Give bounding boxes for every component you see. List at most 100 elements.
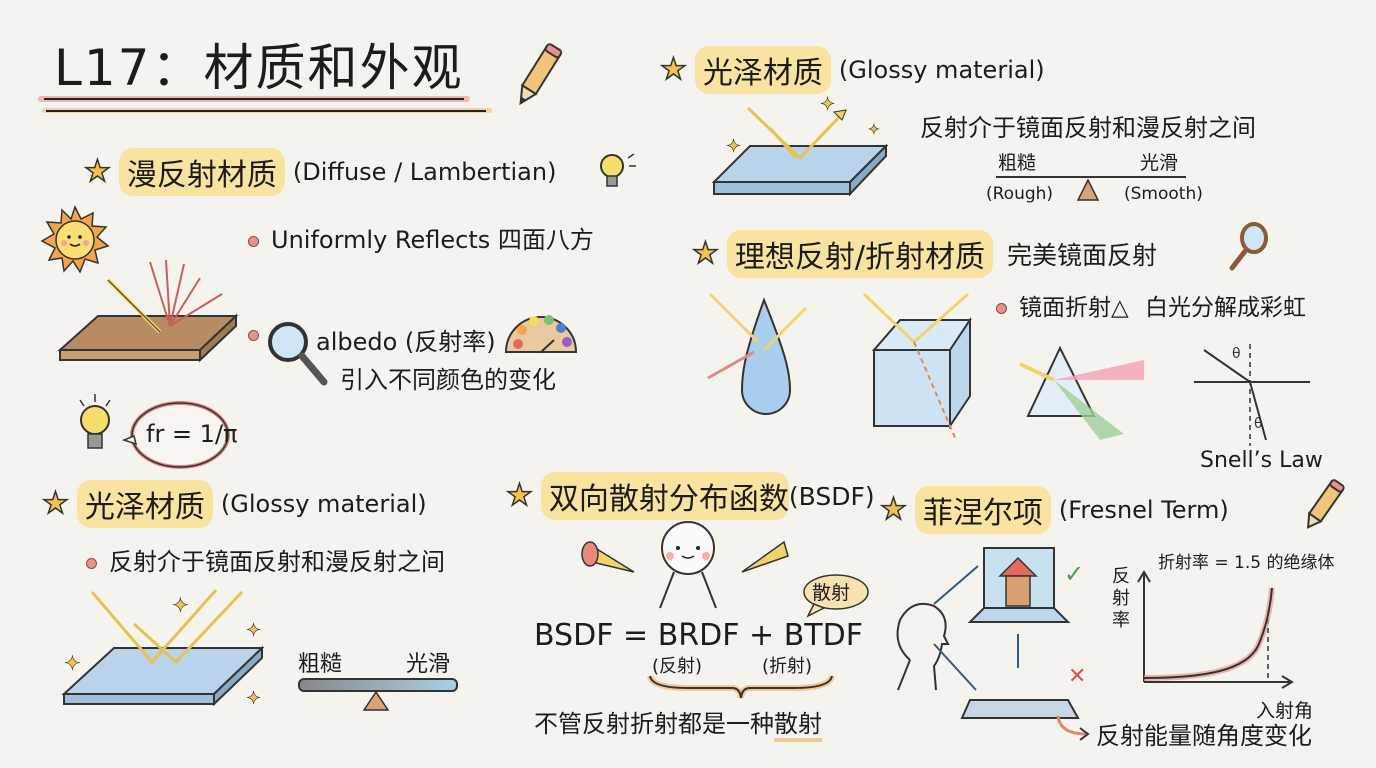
btdf-note: (折射) <box>762 656 813 677</box>
fresnel-x-axis-label: 入射角 <box>1256 700 1314 722</box>
diffuse-bullet-1: Uniformly Reflects 四面八方 <box>248 220 594 255</box>
color-palette-icon <box>504 315 578 353</box>
scale-left-label: 粗糙 <box>298 652 343 677</box>
fresnel-viewer-diagram <box>896 547 1080 719</box>
brdf-note: (反射) <box>652 656 703 677</box>
page-title: L17：材质和外观 <box>54 39 464 97</box>
bullet-text: 反射介于镜面反射和漫反射之间 <box>109 548 445 576</box>
diffuse-bullet-2 <box>248 320 271 348</box>
glossy-bottom-bullet: 反射介于镜面反射和漫反射之间 <box>86 542 445 577</box>
scale-right-label: 光滑 <box>406 652 451 677</box>
magnifier-icon <box>268 322 328 386</box>
formula-bubble <box>121 401 230 469</box>
sun-icon <box>40 205 110 274</box>
star-icon: ★ <box>879 492 907 527</box>
scale-fulcrum-icon <box>1076 178 1100 201</box>
scale-right-en: (Smooth) <box>1124 184 1203 204</box>
glossy-top-description: 反射介于镜面反射和漫反射之间 <box>920 114 1256 142</box>
scale-fulcrum-icon <box>362 690 390 711</box>
bullet-dot <box>86 557 97 569</box>
title-underline <box>44 98 464 100</box>
ideal-heading-sub: 完美镜面反射 <box>1007 241 1158 270</box>
scale-left-label: 粗糙 <box>998 152 1037 174</box>
bsdf-summary-em: 散射 <box>774 710 822 742</box>
character-with-megaphones-icon <box>581 521 789 609</box>
bullet-dot <box>248 329 259 341</box>
scale-beam <box>298 678 458 692</box>
btdf-term: BTDF <box>783 618 863 653</box>
diffuse-heading-cn: 漫反射材质 <box>118 148 285 196</box>
prism-mini-icon: △ <box>1111 295 1129 321</box>
bullet-text: Uniformly Reflects 四面八方 <box>271 226 594 254</box>
star-icon: ★ <box>83 154 111 189</box>
snell-diagram-icon: θ θ <box>1194 344 1310 446</box>
fresnel-heading-en: (Fresnel Term) <box>1058 496 1229 524</box>
ideal-bullet-post: 白光分解成彩虹 <box>1145 295 1306 321</box>
bsdf-heading-en: (BSDF) <box>788 481 875 511</box>
fresnel-conclusion: 反射能量随角度变化 <box>1096 722 1312 750</box>
albedo-term: albedo (反射率) <box>316 328 496 356</box>
cross-icon: ✕ <box>1068 664 1087 689</box>
curved-arrow-icon <box>1056 715 1090 741</box>
glossy-heading-en: (Glossy material) <box>838 56 1045 84</box>
svg-text:✦: ✦ <box>726 136 741 157</box>
glossy-bottom-heading-cn: 光泽材质 <box>76 480 213 528</box>
equals-sign: = <box>623 618 649 653</box>
fresnel-heading: ★ 菲涅尔项 (Fresnel Term) <box>879 486 1229 534</box>
svg-text:✦: ✦ <box>820 94 835 115</box>
snell-law-label: Snell’s Law <box>1200 448 1323 473</box>
bsdf-summary: 不管反射折射都是一种散射 <box>534 704 822 742</box>
star-icon: ★ <box>659 52 687 87</box>
pencil-icon <box>519 43 563 106</box>
bullet-dot <box>248 235 259 247</box>
scale-left-en: (Rough) <box>986 184 1054 204</box>
title-underline <box>46 110 486 112</box>
speech-bubble <box>803 574 869 618</box>
hand-mirror-icon <box>1229 222 1268 271</box>
svg-text:✦: ✦ <box>868 122 880 138</box>
glossy-bottom-heading-en: (Glossy material) <box>220 490 427 518</box>
glossy-surface-diagram: ✦ ✦ ✦ <box>711 94 889 197</box>
bsdf-heading-cn: 双向散射分布函数 <box>540 472 789 520</box>
scale-right-label: 光滑 <box>1140 152 1179 174</box>
ideal-heading-cn: 理想反射/折射材质 <box>726 230 994 278</box>
water-drop-icon <box>707 292 808 415</box>
fresnel-heading-cn: 菲涅尔项 <box>914 486 1051 534</box>
bsdf-heading: ★ 双向散射分布函数 (BSDF) <box>505 472 875 520</box>
check-icon: ✓ <box>1064 560 1085 588</box>
brdf-formula: fr = 1/π <box>146 420 238 448</box>
prism-icon <box>1019 345 1144 440</box>
glossy-heading-bottom: ★ 光泽材质 (Glossy material) <box>41 480 427 528</box>
bsdf-summary-pre: 不管反射折射都是一种 <box>534 710 774 738</box>
fresnel-chart-title: 折射率 = 1.5 的绝缘体 <box>1158 553 1335 573</box>
curly-brace <box>647 674 835 699</box>
svg-text:✦: ✦ <box>64 651 81 675</box>
svg-text:✦: ✦ <box>246 688 261 709</box>
svg-text:✦: ✦ <box>246 620 261 641</box>
bullet-dot <box>996 303 1007 314</box>
lightbulb-icon <box>79 394 111 449</box>
ideal-heading: ★ 理想反射/折射材质 完美镜面反射 <box>691 230 1158 278</box>
speech-text-scatter: 散射 <box>812 582 851 604</box>
ideal-bullet-pre: 镜面折射 <box>1019 295 1111 321</box>
star-icon: ★ <box>41 486 69 521</box>
lightbulb-icon <box>600 153 636 187</box>
diffuse-heading-en: (Diffuse / Lambertian) <box>292 158 557 186</box>
glossy-heading-cn: 光泽材质 <box>694 46 831 94</box>
fresnel-y-axis-label: 反射率 <box>1112 566 1130 631</box>
glossy-heading-top: ★ 光泽材质 (Glossy material) <box>659 46 1045 94</box>
diffuse-heading: ★ 漫反射材质 (Diffuse / Lambertian) <box>83 148 557 196</box>
glass-cube-icon <box>862 292 972 441</box>
ideal-bullet: 镜面折射△ 白光分解成彩虹 <box>996 288 1306 322</box>
star-icon: ★ <box>505 478 533 513</box>
theta-label: θ <box>1254 416 1263 432</box>
theta-label: θ <box>1232 346 1241 362</box>
glossy-surface-diagram: ✦ ✦ ✦ ✦ <box>61 589 265 709</box>
brdf-term: BRDF <box>657 618 740 653</box>
pencil-icon <box>1306 479 1345 529</box>
svg-text:✦: ✦ <box>172 593 189 617</box>
plus-sign: + <box>749 618 775 653</box>
diffuse-surface-diagram <box>57 259 239 363</box>
scale-beam <box>996 176 1186 178</box>
bsdf-equation: BSDF = BRDF + BTDF <box>534 618 863 653</box>
